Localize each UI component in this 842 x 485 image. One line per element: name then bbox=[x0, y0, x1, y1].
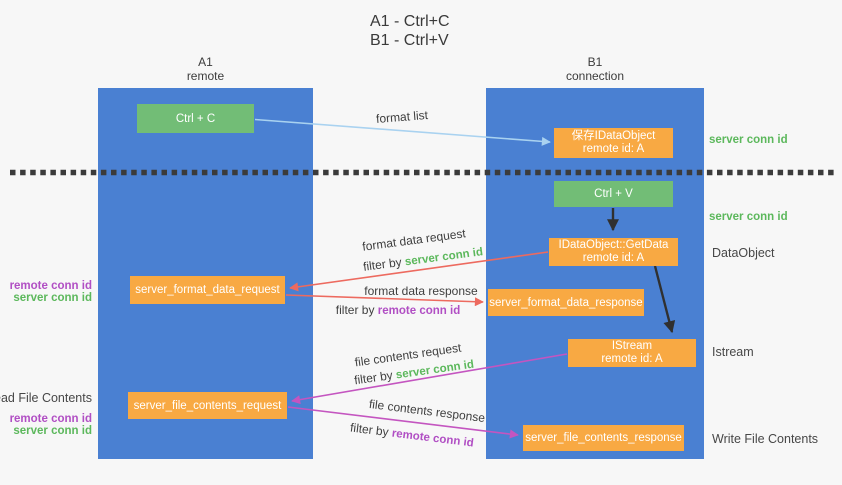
diagram-title: A1 - Ctrl+C B1 - Ctrl+V bbox=[370, 12, 450, 50]
title-line-1: A1 - Ctrl+C bbox=[370, 13, 450, 30]
node-save-idataobject-title: 保存IDataObject bbox=[571, 129, 656, 142]
format-data-response-filter-label: filter by remote conn id bbox=[336, 303, 460, 317]
column-a-header: A1 remote bbox=[98, 55, 313, 83]
node-istream-remote-id: remote id: A bbox=[601, 353, 663, 365]
server-conn-id-annotation-format: server conn id bbox=[13, 292, 92, 304]
node-idataobject-getdata: IDataObject::GetData remote id: A bbox=[549, 238, 678, 266]
istream-annotation: Istream bbox=[712, 345, 754, 359]
node-istream-title: IStream bbox=[611, 339, 653, 352]
node-ctrl-v: Ctrl + V bbox=[554, 181, 673, 207]
title-line-2: B1 - Ctrl+V bbox=[370, 32, 449, 49]
file-contents-response-filter-label: filter by remote conn id bbox=[349, 420, 474, 449]
node-server-format-data-request: server_format_data_request bbox=[130, 276, 285, 304]
server-conn-id-tag: server conn id bbox=[404, 246, 484, 269]
server-conn-id-annotation-file: server conn id bbox=[13, 425, 92, 437]
node-idataobject-getdata-title: IDataObject::GetData bbox=[558, 238, 669, 251]
node-server-file-contents-request-label: server_file_contents_request bbox=[133, 399, 282, 412]
node-ctrl-c: Ctrl + C bbox=[137, 104, 254, 133]
format-list-label: format list bbox=[375, 107, 429, 127]
remote-conn-id-tag: remote conn id bbox=[377, 305, 461, 317]
write-file-contents-annotation: Write File Contents bbox=[712, 432, 819, 446]
server-conn-id-annotation-ctrlv: server conn id bbox=[709, 211, 788, 223]
column-b-subtitle: connection bbox=[565, 69, 625, 83]
node-save-idataobject-remote-id: remote id: A bbox=[582, 143, 645, 155]
format-data-response-label: format data response bbox=[364, 284, 478, 298]
filter-by-text: filter by bbox=[335, 303, 378, 317]
filter-by-text: filter by bbox=[362, 254, 406, 274]
remote-conn-id-annotation-format: remote conn id bbox=[9, 280, 92, 292]
filter-by-text: filter by bbox=[349, 420, 393, 440]
remote-conn-id-tag: remote conn id bbox=[391, 427, 475, 450]
node-server-file-contents-request: server_file_contents_request bbox=[128, 392, 287, 419]
node-server-format-data-response: server_format_data_response bbox=[488, 289, 644, 316]
column-b-header: B1 connection bbox=[486, 55, 704, 83]
remote-conn-id-annotation-file: remote conn id bbox=[9, 413, 92, 425]
node-server-file-contents-response-label: server_file_contents_response bbox=[525, 432, 682, 444]
node-ctrl-v-label: Ctrl + V bbox=[594, 188, 633, 200]
node-server-file-contents-response: server_file_contents_response bbox=[523, 425, 684, 451]
node-ctrl-c-label: Ctrl + C bbox=[175, 112, 216, 125]
node-idataobject-getdata-remote-id: remote id: A bbox=[582, 252, 645, 264]
node-server-format-data-response-label: server_format_data_response bbox=[489, 296, 643, 309]
column-a-name: A1 bbox=[198, 55, 213, 69]
node-save-idataobject: 保存IDataObject remote id: A bbox=[554, 128, 673, 158]
node-server-format-data-request-label: server_format_data_request bbox=[135, 284, 280, 296]
server-conn-id-annotation-top: server conn id bbox=[709, 134, 788, 146]
read-file-contents-annotation: Read File Contents bbox=[0, 391, 92, 405]
file-contents-response-label: file contents response bbox=[368, 396, 486, 426]
node-istream: IStream remote id: A bbox=[568, 339, 696, 367]
column-b-name: B1 bbox=[587, 55, 603, 69]
filter-by-text: filter by bbox=[353, 367, 397, 388]
column-a-subtitle: remote bbox=[186, 69, 225, 83]
dataobject-annotation: DataObject bbox=[712, 246, 775, 260]
